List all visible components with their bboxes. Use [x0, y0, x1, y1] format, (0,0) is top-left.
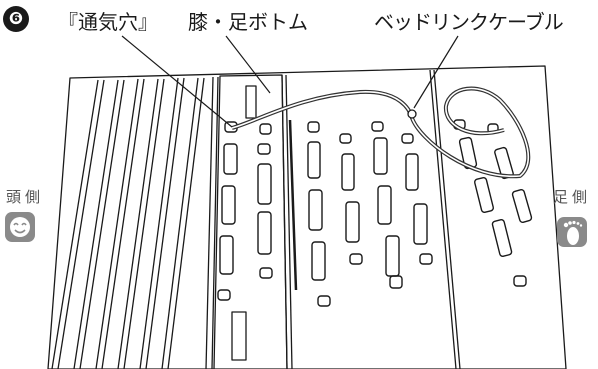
bed-link-cable-callout: ベッドリンクケーブル: [374, 10, 564, 34]
smiley-face-icon: [5, 212, 35, 242]
head-section-ribs: [51, 77, 205, 369]
step-number-badge: ❻: [3, 6, 29, 32]
head-side-label: 頭側: [6, 188, 45, 206]
vent-hole-callout: 『通気穴』: [58, 10, 158, 34]
knee-foot-bottom-panel: [213, 74, 288, 369]
foot-side-label: 足側: [553, 188, 592, 206]
footprint-icon: [557, 217, 587, 247]
bed-deck-outline: [47, 65, 567, 369]
knee-foot-bottom-callout: 膝・足ボトム: [188, 10, 308, 34]
